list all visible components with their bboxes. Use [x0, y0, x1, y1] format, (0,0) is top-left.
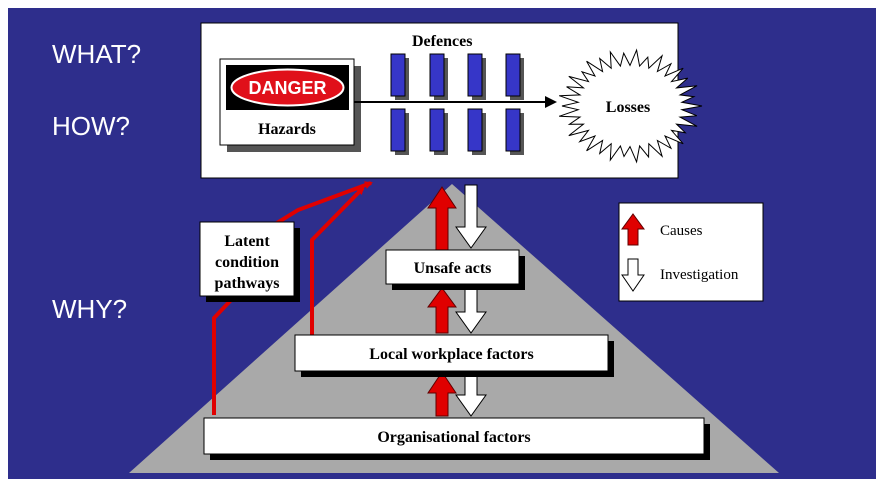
local-workplace-label: Local workplace factors — [369, 346, 533, 363]
defence-block — [390, 53, 406, 97]
unsafe-acts-label: Unsafe acts — [414, 260, 492, 277]
how-label: HOW? — [52, 111, 130, 141]
defence-block — [505, 108, 521, 152]
legend-causes-icon — [621, 213, 645, 246]
organisational-label: Organisational factors — [377, 429, 530, 446]
investigation-arrow — [455, 184, 487, 249]
defence-blocks — [390, 53, 524, 155]
danger-text: DANGER — [248, 78, 326, 98]
why-label: WHY? — [52, 294, 127, 324]
danger-oval — [230, 68, 345, 107]
defence-block — [390, 108, 406, 152]
hazards-box: DANGER Hazards — [219, 58, 361, 152]
causes-arrow — [427, 371, 457, 417]
legend-investigation-icon — [621, 258, 645, 292]
latent-line-2: condition — [215, 254, 279, 271]
causes-arrow — [427, 287, 457, 334]
legend-investigation-label: Investigation — [660, 267, 739, 283]
causes-arrow — [427, 186, 457, 251]
defences-title: Defences — [412, 33, 472, 50]
latent-line-1: Latent — [224, 233, 270, 250]
level-arrows — [427, 184, 487, 417]
defence-block — [467, 108, 483, 152]
losses-label: Losses — [606, 99, 650, 116]
what-label: WHAT? — [52, 39, 141, 69]
pyramid — [129, 184, 779, 473]
defence-block — [505, 53, 521, 97]
latent-box: Latent condition pathways — [199, 221, 300, 302]
defence-block — [467, 53, 483, 97]
losses-starburst: Losses — [559, 48, 703, 164]
top-panel: Defences DANGER Hazards — [200, 22, 703, 179]
investigation-arrow — [455, 287, 487, 334]
legend: Causes Investigation — [618, 202, 764, 302]
hazards-label: Hazards — [258, 121, 316, 138]
defence-block — [429, 53, 445, 97]
legend-causes-label: Causes — [660, 223, 703, 239]
defence-block — [429, 108, 445, 152]
latent-pathway-inner — [310, 186, 365, 335]
unsafe-acts-box: Unsafe acts — [385, 249, 525, 290]
local-workplace-box: Local workplace factors — [294, 334, 614, 377]
latent-line-3: pathways — [215, 275, 280, 292]
organisational-box: Organisational factors — [203, 417, 710, 460]
